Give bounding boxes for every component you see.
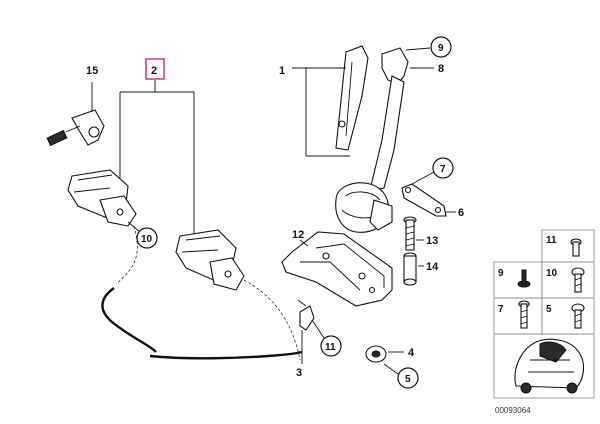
cable-lower xyxy=(149,350,303,360)
legend-9-bolt xyxy=(517,269,531,288)
part-12-mount-plate[interactable] xyxy=(281,231,393,307)
legend-5-label: 5 xyxy=(546,304,552,315)
hardware-legend xyxy=(493,229,595,399)
part-6-bracket[interactable] xyxy=(401,183,447,217)
svg-text:11: 11 xyxy=(325,342,336,353)
callout-9[interactable]: 9 xyxy=(430,36,452,58)
legend-9-label: 9 xyxy=(498,268,504,279)
leader-9 xyxy=(405,47,431,51)
callout-11[interactable]: 11 xyxy=(320,335,342,357)
routing-dash-1 xyxy=(115,225,138,285)
leader-7 xyxy=(411,171,435,185)
callout-2-label: 2 xyxy=(151,65,157,77)
svg-text:5: 5 xyxy=(405,374,411,385)
legend-5-screw xyxy=(571,303,585,329)
svg-text:9: 9 xyxy=(438,43,444,54)
legend-10-screw xyxy=(571,267,585,293)
leader-1 xyxy=(292,67,350,157)
callout-15-label: 15 xyxy=(86,65,98,77)
leader-2 xyxy=(119,80,195,234)
leader-11 xyxy=(311,319,325,339)
svg-text:7: 7 xyxy=(440,164,446,175)
part-3-clip[interactable] xyxy=(297,299,315,331)
leader-12 xyxy=(299,239,309,247)
part-15-sensor[interactable] xyxy=(46,82,105,147)
callout-6-label: 6 xyxy=(458,207,464,219)
callout-13-label: 13 xyxy=(426,235,438,247)
svg-text:10: 10 xyxy=(141,234,153,245)
routing-dash-2 xyxy=(243,279,301,361)
callout-5[interactable]: 5 xyxy=(397,367,419,389)
legend-7-label: 7 xyxy=(498,304,504,315)
legend-10-label: 10 xyxy=(546,268,558,279)
buckle-right[interactable] xyxy=(175,229,245,291)
callout-8-label: 8 xyxy=(438,63,444,75)
legend-7-bolt xyxy=(518,300,530,329)
image-id: 00093064 xyxy=(495,406,531,415)
callout-7[interactable]: 7 xyxy=(432,157,454,179)
callout-10[interactable]: 10 xyxy=(136,227,158,249)
callout-1-label: 1 xyxy=(279,65,285,77)
legend-11-label: 11 xyxy=(546,235,557,246)
callout-4-label: 4 xyxy=(408,347,415,359)
callout-2-box[interactable]: 2 xyxy=(145,58,165,80)
leader-5 xyxy=(383,363,399,375)
callout-3-label: 3 xyxy=(296,367,302,379)
callout-12-label: 12 xyxy=(292,229,304,241)
part-13-bolt[interactable] xyxy=(403,216,417,251)
cable-upper xyxy=(101,287,157,353)
callout-14-label: 14 xyxy=(426,261,439,273)
part-1-belt-reel[interactable] xyxy=(335,45,409,233)
part-14-sleeve[interactable] xyxy=(403,252,417,286)
part-4-nut[interactable] xyxy=(365,345,387,363)
vehicle-silhouette xyxy=(514,338,585,394)
buckle-left[interactable] xyxy=(67,169,137,227)
legend-11-screw xyxy=(570,238,582,257)
